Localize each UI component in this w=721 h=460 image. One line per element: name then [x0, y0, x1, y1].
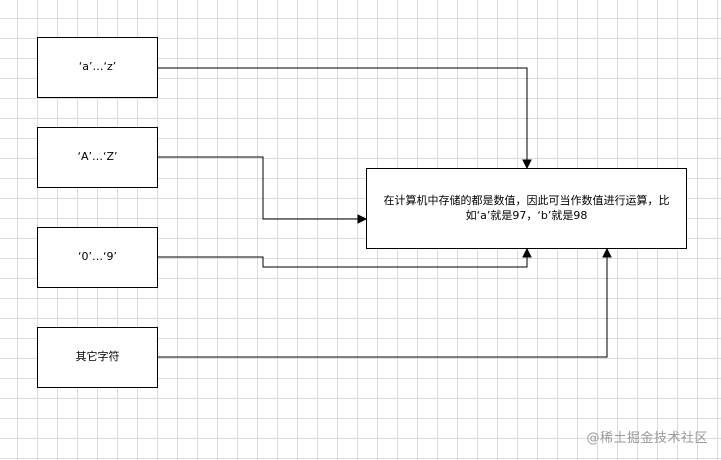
arrowhead-lower [522, 159, 532, 170]
node-result-note-text: 在计算机中存储的都是数值，因此可当作数值进行运算，比如‘a’就是97，‘b’就是… [383, 193, 670, 222]
arrowhead-digits [522, 247, 532, 258]
node-result-note[interactable]: 在计算机中存储的都是数值，因此可当作数值进行运算，比如‘a’就是97，‘b’就是… [366, 168, 687, 249]
node-lowercase-letters-label: ‘a’…‘z’ [78, 60, 117, 74]
arrowhead-upper [357, 214, 368, 224]
node-digits-label: ‘0’…‘9’ [78, 250, 117, 264]
node-other-characters-label: 其它字符 [75, 350, 120, 364]
node-uppercase-letters[interactable]: ‘A’…‘Z’ [37, 127, 158, 188]
node-other-characters[interactable]: 其它字符 [37, 327, 158, 388]
node-uppercase-letters-label: ‘A’…‘Z’ [77, 150, 118, 164]
node-lowercase-letters[interactable]: ‘a’…‘z’ [37, 37, 158, 98]
arrowhead-other [602, 247, 612, 258]
node-digits[interactable]: ‘0’…‘9’ [37, 227, 158, 288]
edge-lower-to-result [158, 67, 528, 162]
edge-digits-to-result [158, 255, 528, 268]
edge-other-to-result [158, 255, 608, 358]
watermark-text: @稀土掘金技术社区 [586, 431, 708, 446]
edge-upper-to-result [158, 156, 360, 220]
